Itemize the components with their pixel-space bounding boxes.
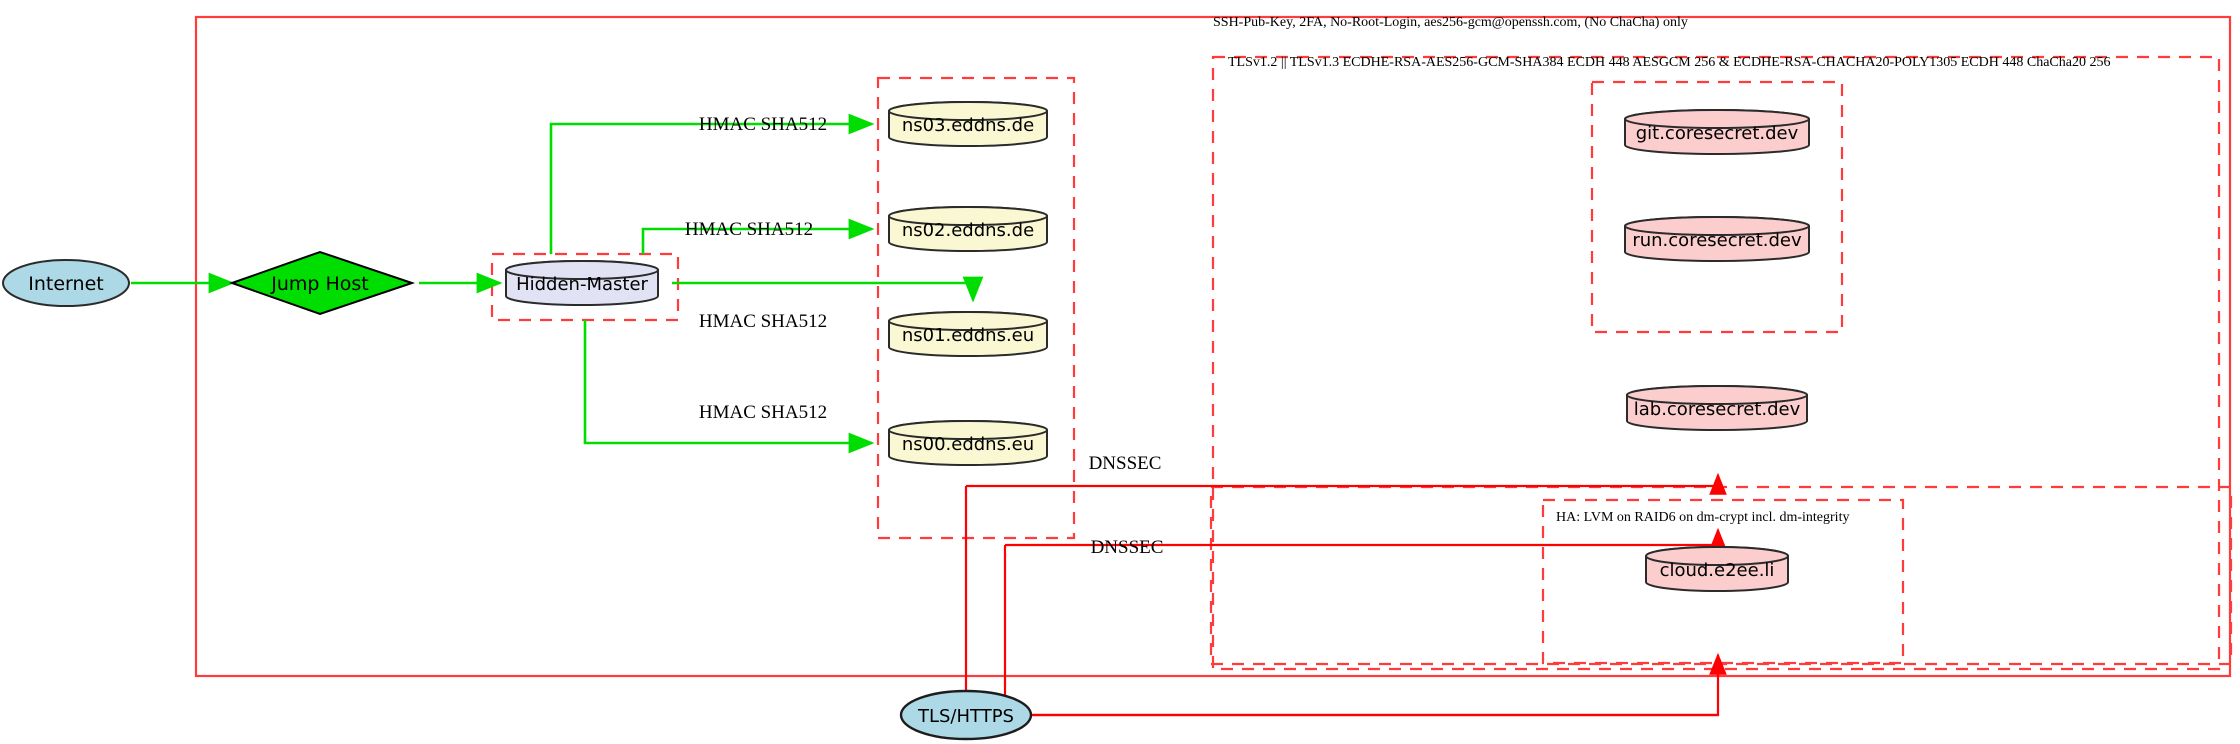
outer-ssh-boundary (194, 15, 2232, 678)
edge-dnssec-upper (966, 472, 1727, 495)
node-git-coresecret[interactable]: git.coresecret.dev (1624, 109, 1810, 155)
edge-dnssec-lower (1005, 527, 1727, 550)
node-run-label: run.coresecret.dev (1632, 230, 1802, 251)
node-ns01[interactable]: ns01.eddns.eu (888, 311, 1048, 357)
edge-tls-branch (964, 486, 1718, 717)
node-ns03-label: ns03.eddns.de (902, 115, 1034, 136)
ha-policy-label: HA: LVM on RAID6 on dm-crypt incl. dm-in… (1556, 510, 1849, 525)
node-ns02[interactable]: ns02.eddns.de (888, 206, 1048, 252)
tls-policy-label: TLSv1.2 || TLSv1.3 ECDHE-RSA-AES256-GCM-… (1228, 55, 2110, 70)
node-cloud-e2ee[interactable]: cloud.e2ee.li (1645, 546, 1789, 592)
node-jump-host[interactable]: Jump Host (228, 250, 416, 316)
edge-hiddenmaster-ns01 (672, 276, 984, 303)
node-hidden-master-label: Hidden-Master (516, 274, 648, 295)
node-hidden-master[interactable]: Hidden-Master (505, 260, 659, 306)
edge-hiddenmaster-ns03 (549, 113, 875, 254)
node-git-label: git.coresecret.dev (1636, 123, 1799, 144)
node-run-coresecret[interactable]: run.coresecret.dev (1624, 216, 1810, 262)
dns-zone-boundary (876, 76, 1076, 540)
edge-hiddenmaster-ns02 (641, 218, 875, 254)
edge-label-dnssec-upper: DNSSEC (1089, 453, 1162, 474)
node-tls-https[interactable]: TLS/HTTPS (899, 689, 1033, 741)
node-lab-coresecret[interactable]: lab.coresecret.dev (1626, 385, 1808, 431)
edge-label-hmac-ns03: HMAC SHA512 (699, 114, 827, 135)
edge-label-dnssec-lower: DNSSEC (1091, 537, 1164, 558)
node-ns01-label: ns01.eddns.eu (902, 325, 1034, 346)
edge-label-hmac-ns00: HMAC SHA512 (699, 402, 827, 423)
node-ns02-label: ns02.eddns.de (902, 220, 1034, 241)
node-lab-label: lab.coresecret.dev (1634, 399, 1801, 420)
node-ns00-label: ns00.eddns.eu (902, 434, 1034, 455)
edge-hiddenmaster-ns00 (583, 320, 875, 454)
ssh-policy-label: SSH-Pub-Key, 2FA, No-Root-Login, aes256-… (1213, 15, 1688, 30)
node-tls-https-label: TLS/HTTPS (917, 706, 1014, 727)
node-ns00[interactable]: ns00.eddns.eu (888, 420, 1048, 466)
node-internet[interactable]: Internet (2, 259, 130, 307)
node-ns03[interactable]: ns03.eddns.de (888, 101, 1048, 147)
node-cloud-label: cloud.e2ee.li (1660, 560, 1775, 581)
node-internet-label: Internet (28, 273, 103, 295)
edge-label-hmac-ns02: HMAC SHA512 (685, 219, 813, 240)
edge-label-hmac-ns01: HMAC SHA512 (699, 311, 827, 332)
node-jump-host-label: Jump Host (270, 273, 369, 295)
